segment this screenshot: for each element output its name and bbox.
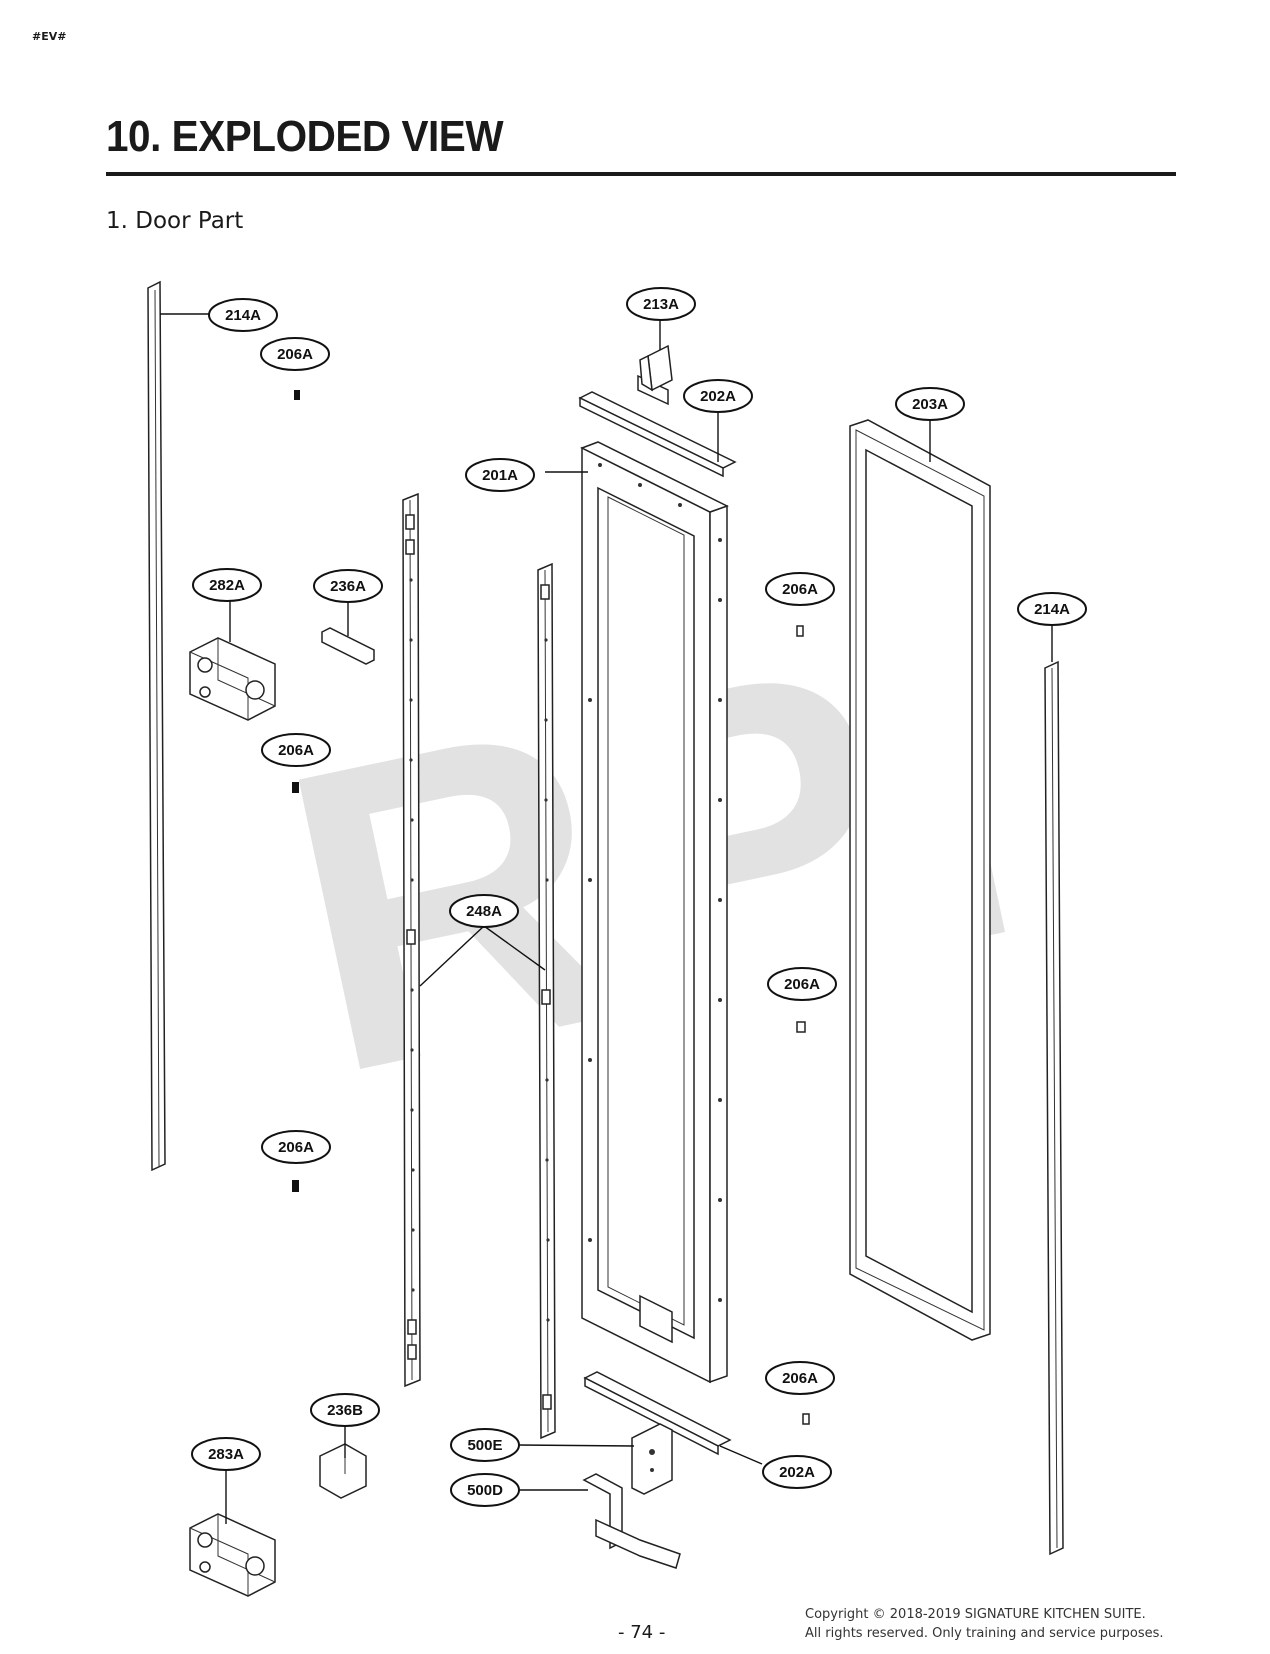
callout-248A: 248A: [449, 894, 519, 928]
part-201A-door-frame: [580, 441, 729, 1384]
callout-206A-4: 206A: [767, 967, 837, 1001]
callout-206A-6: 206A: [765, 1361, 835, 1395]
callout-282A: 282A: [192, 568, 262, 602]
part-203A-gasket: [849, 419, 991, 1341]
part-206A-screw-5: [796, 1021, 806, 1033]
callout-283A: 283A: [191, 1437, 261, 1471]
leader-lines: [160, 313, 1053, 1524]
header-tag: #EV#: [32, 30, 67, 43]
svg-text:206A: 206A: [782, 1370, 818, 1387]
callout-236B: 236B: [310, 1393, 380, 1427]
part-248A-left-rail: [402, 492, 421, 1388]
svg-text:202A: 202A: [700, 388, 736, 405]
callout-214A-left: 214A: [208, 298, 278, 332]
callout-206A-3: 206A: [261, 733, 331, 767]
svg-text:202A: 202A: [779, 1464, 815, 1481]
callout-206A-1: 206A: [260, 337, 330, 371]
svg-text:236A: 236A: [330, 578, 366, 595]
part-206A-screw-6: [802, 1413, 810, 1425]
callout-201A: 201A: [465, 458, 535, 492]
callout-500E: 500E: [450, 1428, 520, 1462]
part-214A-left-trim: [147, 280, 166, 1172]
page-title: 10. EXPLODED VIEW: [106, 112, 504, 161]
part-206A-screw-4: [796, 625, 804, 637]
svg-text:206A: 206A: [784, 976, 820, 993]
svg-text:201A: 201A: [482, 467, 518, 484]
part-500D-bracket: [582, 1473, 681, 1569]
part-206A-screw-2: [292, 782, 299, 793]
part-202A-top-bracket: [578, 391, 737, 478]
part-236B-bracket: [319, 1443, 367, 1499]
svg-text:206A: 206A: [782, 581, 818, 598]
copyright-line-2: All rights reserved. Only training and s…: [805, 1626, 1164, 1641]
svg-text:213A: 213A: [643, 296, 679, 313]
svg-text:214A: 214A: [225, 307, 261, 324]
callout-236A: 236A: [313, 569, 383, 603]
part-214A-right-trim: [1044, 660, 1064, 1556]
part-282A-top-hinge: [189, 637, 276, 721]
callout-203A: 203A: [895, 387, 965, 421]
copyright-line-1: Copyright © 2018-2019 SIGNATURE KITCHEN …: [805, 1607, 1146, 1622]
svg-text:203A: 203A: [912, 396, 948, 413]
svg-text:206A: 206A: [278, 1139, 314, 1156]
callout-202A-bottom: 202A: [762, 1455, 832, 1489]
part-213A-latch: [637, 344, 673, 406]
part-236A-cam: [321, 627, 375, 665]
part-206A-screw-1: [294, 390, 300, 400]
part-206A-screw-3: [292, 1180, 299, 1192]
svg-text:248A: 248A: [466, 903, 502, 920]
callout-213A: 213A: [626, 287, 696, 321]
svg-text:206A: 206A: [277, 346, 313, 363]
callout-202A-top: 202A: [683, 379, 753, 413]
svg-text:500E: 500E: [467, 1437, 502, 1454]
page-number: - 74 -: [618, 1622, 666, 1643]
svg-text:236B: 236B: [327, 1402, 363, 1419]
part-202A-bottom-bracket: [583, 1371, 732, 1456]
part-500E-plate: [631, 1423, 673, 1495]
callout-206A-2: 206A: [765, 572, 835, 606]
callout-500D: 500D: [450, 1473, 520, 1507]
svg-text:500D: 500D: [467, 1482, 503, 1499]
svg-text:206A: 206A: [278, 742, 314, 759]
part-283A-bottom-hinge: [189, 1513, 276, 1597]
section-subtitle: 1. Door Part: [106, 208, 244, 234]
callout-206A-5: 206A: [261, 1130, 331, 1164]
callout-214A-right: 214A: [1017, 592, 1087, 626]
svg-text:214A: 214A: [1034, 601, 1070, 618]
rail-holes-left: [409, 578, 415, 1292]
title-rule: [106, 172, 1176, 176]
svg-text:282A: 282A: [209, 577, 245, 594]
part-248A-middle-rail: [537, 562, 556, 1440]
svg-text:283A: 283A: [208, 1446, 244, 1463]
copyright-notice: Copyright © 2018-2019 SIGNATURE KITCHEN …: [805, 1605, 1164, 1643]
